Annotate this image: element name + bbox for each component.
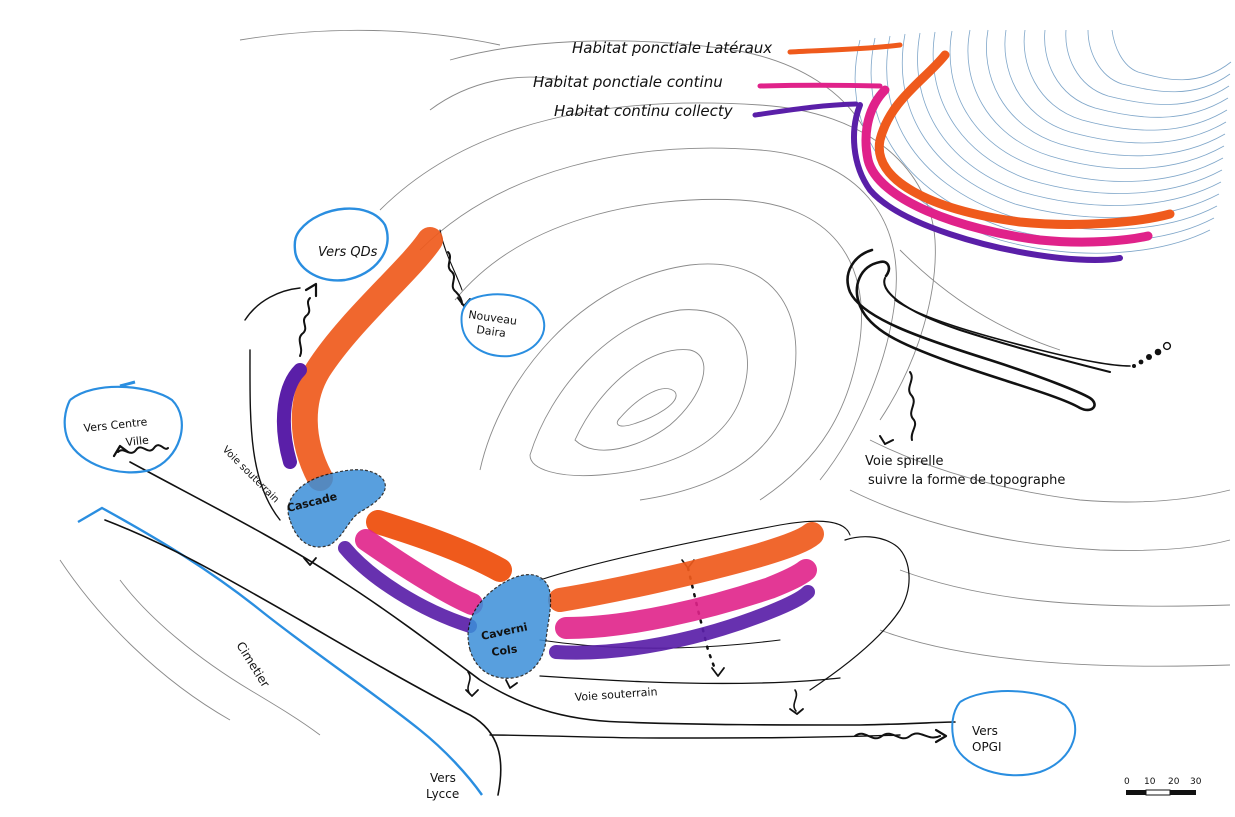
label-nouveau-daira-2: Daira [476, 323, 507, 340]
scale-bar: 0 10 20 30 [1124, 777, 1202, 795]
destination-circles [65, 209, 1076, 776]
label-vers-opgi-2: OPGI [972, 740, 1002, 754]
legend: Habitat ponctiale Latéraux Habitat ponct… [533, 39, 900, 120]
label-vers-centre-2: Ville [125, 434, 150, 449]
label-voie-spirelle-1: Voie spirelle [865, 454, 944, 469]
legend-label-lateraux: Habitat ponctiale Latéraux [572, 39, 772, 57]
legend-swatch-continu [760, 85, 880, 86]
label-voie-souterrain-bottom: Voie souterrain [574, 685, 658, 704]
label-cimetier: Cimetier [233, 639, 272, 690]
scale-tick-30: 30 [1190, 777, 1202, 787]
label-voie-spirelle-2: suivre la forme de topographe [868, 473, 1065, 488]
scale-tick-20: 20 [1168, 777, 1180, 787]
scale-tick-10: 10 [1144, 777, 1156, 787]
label-vers-qds: Vers QDs [318, 245, 378, 260]
label-vers-lycee-2: Lycce [426, 787, 459, 801]
legend-swatch-lateraux [790, 45, 900, 52]
label-voie-souterrain-left: Voie souterrain [220, 444, 281, 505]
legend-label-collectif: Habitat continu collecty [554, 102, 734, 120]
scale-tick-0: 0 [1124, 777, 1130, 787]
label-vers-centre-1: Vers Centre [83, 415, 148, 435]
label-vers-opgi-1: Vers [972, 724, 998, 738]
roads [105, 230, 955, 795]
label-vers-lycee-1: Vers [430, 771, 456, 785]
legend-label-continu: Habitat ponctiale continu [533, 73, 723, 91]
